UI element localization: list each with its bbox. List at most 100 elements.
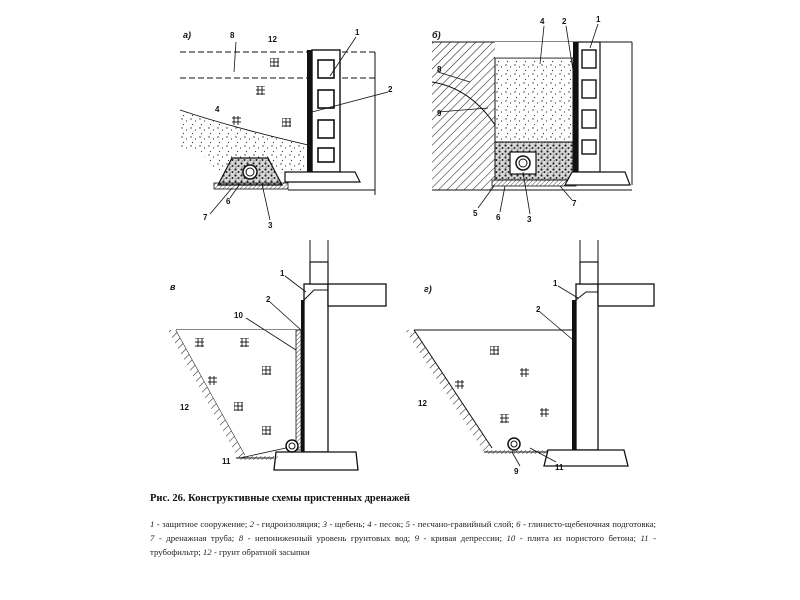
label-3: 3	[268, 221, 273, 230]
excavation-slope	[168, 330, 245, 458]
drain-pipe	[515, 155, 531, 171]
backfill-mark	[208, 376, 217, 385]
panel-a: а)	[179, 28, 393, 230]
clay-gravel-preparation	[491, 179, 577, 187]
legend-text: - трубофильтр;	[150, 533, 656, 557]
panel-c-letter: в	[170, 282, 176, 292]
label-12: 12	[180, 403, 189, 412]
panel-b: б)	[431, 15, 633, 224]
backfill-mark	[500, 414, 509, 423]
legend-text: - грунт обратной засыпки	[211, 547, 310, 557]
label-2: 2	[266, 295, 271, 304]
label-5: 5	[473, 209, 478, 218]
sand-gravel-layer	[494, 57, 574, 143]
pipe-filter	[285, 439, 299, 453]
excavation-slope	[405, 330, 492, 452]
legend-text: - плита из пористого бетона;	[515, 533, 641, 543]
label-3: 3	[527, 215, 532, 224]
backfill-mark	[540, 408, 549, 417]
backfill-mark	[490, 346, 499, 355]
label-7: 7	[572, 199, 577, 208]
backfill-mark	[282, 118, 291, 127]
legend-number: 12	[202, 547, 212, 557]
foundation-slab	[284, 171, 361, 183]
panel-b-letter: б)	[432, 30, 441, 40]
label-1: 1	[280, 269, 285, 278]
legend-number: 2	[249, 519, 255, 529]
backfill-mark	[520, 368, 529, 377]
label-6: 6	[226, 197, 231, 206]
legend-text: - гидроизоляция;	[254, 519, 323, 529]
label-2: 2	[388, 85, 393, 94]
label-8: 8	[437, 65, 442, 74]
label-1: 1	[355, 28, 360, 37]
backfill-mark	[240, 338, 249, 347]
protective-structure	[303, 283, 329, 453]
legend-number: 10	[506, 533, 516, 543]
label-4: 4	[215, 105, 220, 114]
legend-number: 3	[322, 519, 327, 529]
roof-slab	[327, 283, 387, 307]
label-6: 6	[496, 213, 501, 222]
label-1: 1	[596, 15, 601, 24]
figure-legend: 1 - защитное сооружение; 2 - гидроизоляц…	[150, 517, 656, 559]
label-12: 12	[268, 35, 277, 44]
figure-caption: Рис. 26. Конструктивные схемы пристенных…	[150, 493, 410, 504]
label-2: 2	[536, 305, 541, 314]
label-10: 10	[234, 311, 243, 320]
legend-number: 5	[405, 519, 411, 529]
label-9: 9	[514, 467, 519, 476]
foundation-slab	[273, 451, 359, 471]
label-1: 1	[553, 279, 558, 288]
porous-concrete-slab	[295, 329, 302, 451]
foundation-slab	[563, 171, 631, 186]
roof-slab	[597, 283, 655, 307]
legend-text: - дренажная труба;	[154, 533, 239, 543]
legend-number: 11	[640, 533, 649, 543]
backfill-mark	[262, 426, 271, 435]
clay-gravel-preparation	[213, 182, 289, 190]
legend-number: 1	[150, 519, 155, 529]
panel-a-letter: а)	[183, 30, 191, 40]
legend-text: - песчано-гравийный слой;	[410, 519, 517, 529]
backfill-soil	[176, 330, 298, 455]
legend-number: 6	[516, 519, 521, 529]
legend-text: - песок;	[371, 519, 406, 529]
label-8: 8	[230, 31, 235, 40]
panel-c: в 1	[168, 240, 387, 471]
legend-text: - непониженный уровень грунтовых вод;	[243, 533, 415, 543]
legend-text: - щебень;	[326, 519, 368, 529]
legend-number: 8	[238, 533, 244, 543]
backfill-mark	[256, 86, 265, 95]
sand-layer	[180, 110, 345, 178]
drain-pipe	[242, 164, 258, 180]
backfill-mark	[270, 58, 279, 67]
label-12: 12	[418, 399, 427, 408]
pipe-filter	[507, 437, 521, 451]
depression-curve	[431, 81, 496, 126]
label-7: 7	[203, 213, 208, 222]
legend-text: - защитное сооружение;	[154, 519, 250, 529]
foundation-slab	[543, 449, 629, 467]
label-2: 2	[562, 17, 567, 26]
panel-d: г) 1 2 12 9 11	[405, 240, 655, 476]
label-9: 9	[437, 109, 442, 118]
legend-text: - глинисто-щебеночная подготовка;	[520, 519, 657, 529]
waterproofing	[572, 300, 576, 450]
waterproofing	[301, 300, 304, 452]
backfill-mark	[232, 116, 241, 125]
waterproofing	[307, 50, 312, 172]
protective-structure	[575, 283, 599, 451]
legend-number: 9	[414, 533, 420, 543]
backfill-mark	[195, 338, 204, 347]
natural-soil	[432, 42, 495, 190]
backfill-mark	[455, 380, 464, 389]
label-11: 11	[222, 457, 231, 466]
protective-structure	[577, 41, 601, 173]
legend-number: 4	[367, 519, 372, 529]
backfill-mark	[234, 402, 243, 411]
legend-number: 7	[150, 533, 155, 543]
backfill-mark	[262, 366, 271, 375]
panel-d-letter: г)	[424, 284, 432, 294]
